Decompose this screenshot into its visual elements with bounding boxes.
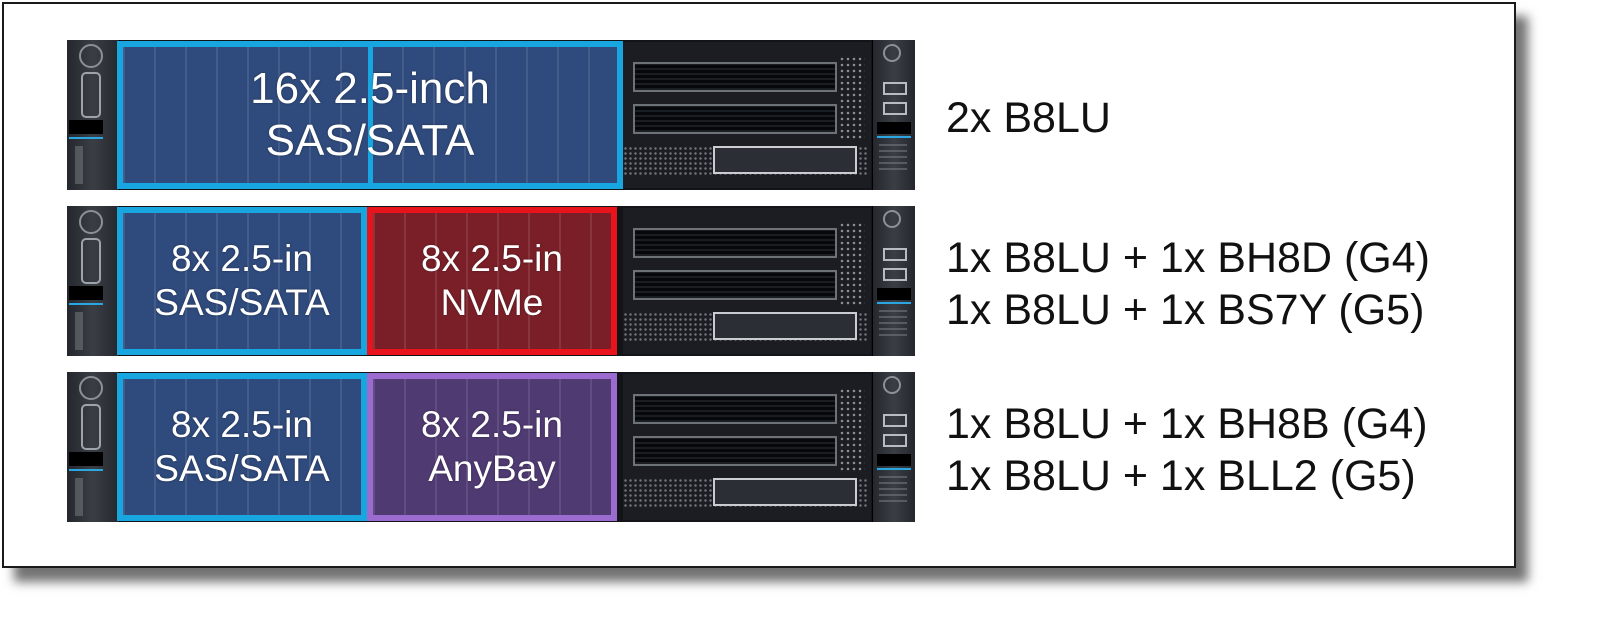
left-rack-ear bbox=[67, 372, 120, 522]
drive-bay-zone-sas-sata: 8x 2.5-in SAS/SATA bbox=[117, 207, 367, 355]
right-rack-ear bbox=[872, 372, 915, 522]
server-front-sas-anybay: 8x 2.5-in SAS/SATA 8x 2.5-in AnyBay bbox=[67, 372, 915, 522]
zone-label-line1: 8x 2.5-in bbox=[171, 238, 313, 280]
row3-caption: 1x B8LU + 1x BH8B (G4) 1x B8LU + 1x BLL2… bbox=[946, 398, 1428, 502]
right-rack-ear bbox=[872, 40, 915, 190]
usb-port-icon bbox=[883, 434, 907, 447]
usb-port-icon bbox=[883, 82, 907, 95]
expansion-slot-area bbox=[623, 42, 871, 188]
server-front-sas-nvme: 8x 2.5-in SAS/SATA 8x 2.5-in NVMe bbox=[67, 206, 915, 356]
zone-label-line1: 8x 2.5-in bbox=[421, 404, 563, 446]
ocp-slot-icon bbox=[713, 146, 857, 174]
zone-label-line2: AnyBay bbox=[428, 448, 556, 489]
thinksystem-logo bbox=[75, 478, 83, 516]
ocp-slot-icon bbox=[713, 312, 857, 340]
caption-line: 1x B8LU + 1x BS7Y (G5) bbox=[946, 286, 1425, 334]
caption-line: 2x B8LU bbox=[946, 94, 1111, 142]
zone-label-line2: NVMe bbox=[440, 282, 544, 323]
zone-label-line1: 8x 2.5-in bbox=[421, 238, 563, 280]
right-rack-ear bbox=[872, 206, 915, 356]
usb-port-icon bbox=[883, 414, 907, 427]
row1-caption: 2x B8LU bbox=[946, 92, 1111, 144]
caption-line: 1x B8LU + 1x BH8D (G4) bbox=[946, 234, 1430, 282]
drive-bay-zone-sas-sata: 16x 2.5-inch SAS/SATA bbox=[117, 41, 623, 189]
drive-bay-zone-anybay: 8x 2.5-in AnyBay bbox=[367, 373, 617, 521]
power-button-icon bbox=[79, 210, 103, 234]
server-front-16-sas: 16x 2.5-inch SAS/SATA bbox=[67, 40, 915, 190]
power-button-icon bbox=[79, 376, 103, 400]
drive-bay-zone-sas-sata: 8x 2.5-in SAS/SATA bbox=[117, 373, 367, 521]
usb-port-icon bbox=[883, 268, 907, 281]
drive-bay-zone-nvme: 8x 2.5-in NVMe bbox=[367, 207, 617, 355]
vga-port-icon bbox=[81, 404, 101, 450]
zone-label-line1: 8x 2.5-in bbox=[171, 404, 313, 446]
ocp-slot-icon bbox=[713, 478, 857, 506]
expansion-slot-area bbox=[623, 208, 871, 354]
zone-label-line1: 16x 2.5-inch bbox=[250, 64, 490, 114]
zone-label-line2: SAS/SATA bbox=[154, 282, 330, 323]
vga-port-icon bbox=[81, 238, 101, 284]
usb-port-icon bbox=[883, 102, 907, 115]
left-rack-ear bbox=[67, 206, 120, 356]
caption-line: 1x B8LU + 1x BLL2 (G5) bbox=[946, 452, 1416, 500]
thinksystem-logo bbox=[75, 312, 83, 350]
caption-line: 1x B8LU + 1x BH8B (G4) bbox=[946, 400, 1428, 448]
zone-label-line2: SAS/SATA bbox=[154, 448, 330, 489]
usb-port-icon bbox=[883, 248, 907, 261]
vga-port-icon bbox=[81, 72, 101, 118]
expansion-slot-area bbox=[623, 374, 871, 520]
power-button-icon bbox=[79, 44, 103, 68]
row2-caption: 1x B8LU + 1x BH8D (G4) 1x B8LU + 1x BS7Y… bbox=[946, 232, 1430, 336]
thinksystem-logo bbox=[75, 146, 83, 184]
left-rack-ear bbox=[67, 40, 120, 190]
zone-label-line2: SAS/SATA bbox=[265, 116, 475, 165]
